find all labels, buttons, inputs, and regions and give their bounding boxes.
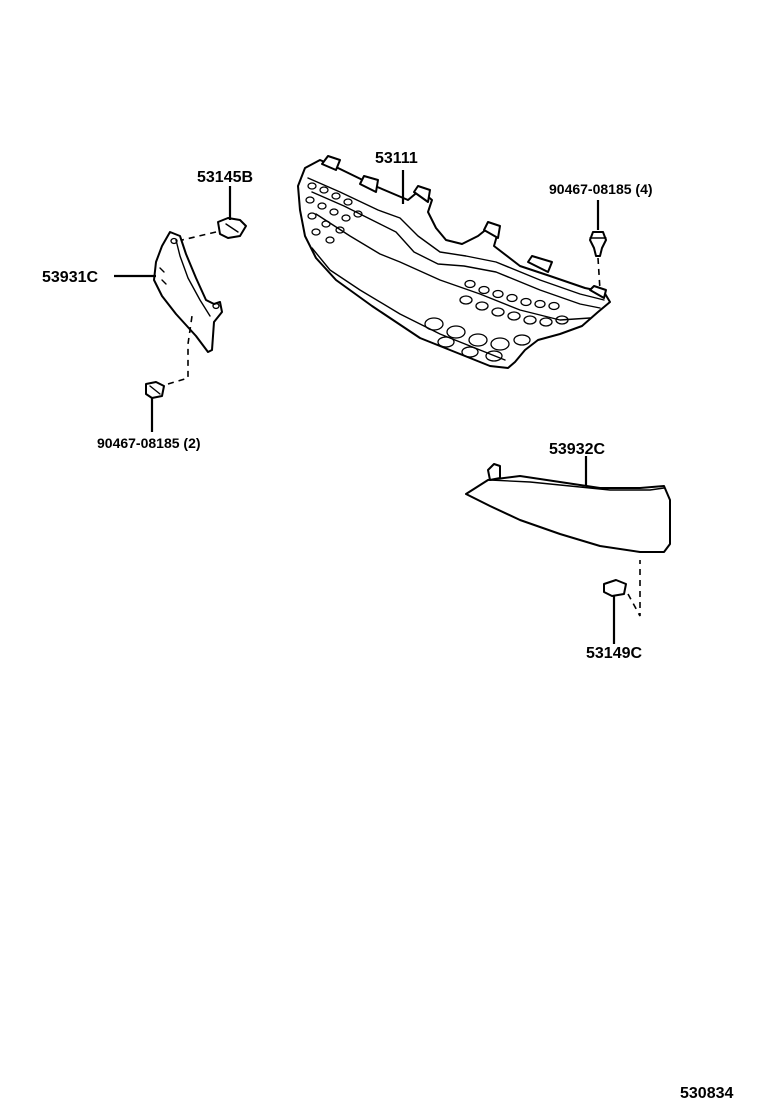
label-53931c: 53931C [42,269,98,286]
leader-lines [114,170,616,644]
left-lower-clip [145,315,193,399]
left-molding [153,231,223,353]
grille-holes-left [305,182,363,244]
label-53111: 53111 [375,150,418,167]
grille-clip [589,231,607,291]
right-molding [465,463,671,553]
diagram-code: 530834 [680,1085,733,1102]
label-53145b: 53145B [197,169,253,186]
right-retainer [603,560,641,617]
radiator-grille [297,155,611,369]
label-left-lower-clip: 90467-08185 (2) [97,435,201,451]
label-grille-clip: 90467-08185 (4) [549,181,653,197]
grille-holes-right [424,279,569,362]
left-bracket-clip [181,217,247,241]
label-53932c: 53932C [549,441,605,458]
label-53149c: 53149C [586,645,642,662]
